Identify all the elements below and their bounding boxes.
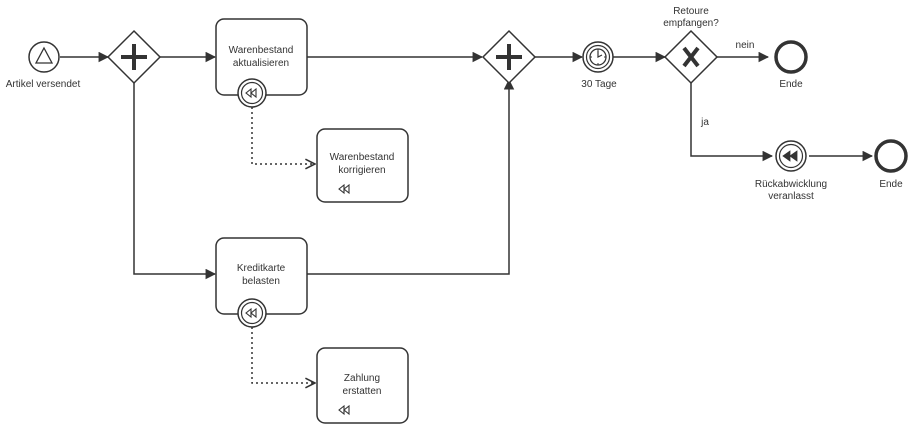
compensation-task-warenbestand-korrigieren[interactable]: Warenbestand korrigieren [316,128,409,203]
flow-xor-yes[interactable] [690,83,774,162]
task-label-line1: Zahlung [344,373,380,384]
compensation-event-label-line2: veranlasst [768,191,814,202]
end-event-label: Ende [779,79,803,90]
flow-label-ja: ja [700,117,709,128]
association-kreditkarte[interactable] [251,327,315,383]
task-label-line1: Warenbestand [229,45,294,56]
association-warenbestand[interactable] [251,107,315,164]
parallel-split-gateway[interactable] [106,29,162,85]
x-icon [682,46,700,68]
compensation-marker-icon [338,404,350,416]
exclusive-gateway[interactable]: Retoure empfangen? [663,6,719,85]
gateway-label-line2: empfangen? [663,18,719,29]
task-label-line2: aktualisieren [233,58,289,69]
gateway-label-line1: Retoure [673,6,709,17]
compensation-filled-icon [782,150,798,162]
compensation-associations [251,107,315,383]
task-kreditkarte-belasten[interactable]: Kreditkarte belasten [215,237,308,315]
compensation-icon [245,307,257,319]
compensation-icon [245,87,257,99]
timer-intermediate-event[interactable]: 30 Tage [581,41,617,90]
clock-icon [589,48,607,66]
plus-icon [496,44,522,70]
end-event-top[interactable]: Ende [774,40,808,90]
task-label-line1: Kreditkarte [237,263,286,274]
task-label-line1: Warenbestand [330,152,395,163]
triangle-signal-icon [34,46,54,64]
compensation-boundary-event-warenbestand[interactable] [237,78,267,108]
parallel-join-gateway[interactable] [481,29,537,85]
compensation-throw-event[interactable]: Rückabwicklung veranlasst [755,140,827,202]
compensation-event-label-line1: Rückabwicklung [755,179,827,190]
start-event-label: Artikel versendet [6,79,81,90]
plus-icon [121,44,147,70]
task-label-line2: belasten [242,276,280,287]
end-event-label: Ende [879,179,903,190]
compensation-marker-icon [338,183,350,195]
flow-label-nein: nein [736,40,755,51]
task-label-line2: korrigieren [338,165,385,176]
flow-kreditkarte-to-join[interactable] [307,78,515,275]
compensation-boundary-event-kreditkarte[interactable] [237,298,267,328]
flow-split-to-kreditkarte[interactable] [133,83,217,280]
end-event-bottom[interactable]: Ende [874,139,908,190]
task-label-line2: erstatten [343,386,382,397]
sequence-flows [60,51,874,280]
timer-event-label: 30 Tage [581,79,617,90]
start-event[interactable]: Artikel versendet [6,41,81,90]
compensation-task-zahlung-erstatten[interactable]: Zahlung erstatten [316,347,409,424]
